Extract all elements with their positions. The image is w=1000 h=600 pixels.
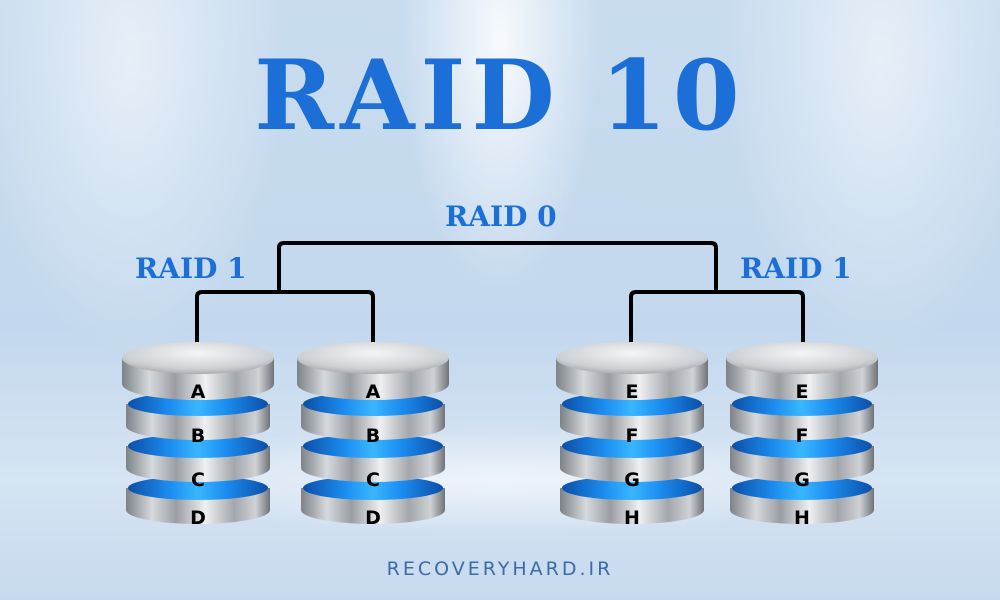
disk-stack: [122, 342, 274, 524]
svg-text:H: H: [794, 507, 810, 528]
svg-text:C: C: [366, 469, 380, 491]
raid1-right-label: RAID 1: [740, 252, 852, 285]
disk-4: E F G H: [722, 338, 882, 529]
svg-text:C: C: [191, 469, 205, 491]
svg-text:E: E: [796, 381, 809, 403]
svg-text:E: E: [626, 381, 639, 403]
disk-2: A B C D: [293, 338, 453, 529]
raid0-connector: [277, 241, 718, 292]
raid1-left-label: RAID 1: [135, 252, 247, 285]
svg-text:A: A: [191, 381, 206, 403]
svg-text:G: G: [794, 469, 810, 491]
svg-text:D: D: [190, 507, 206, 528]
svg-text:F: F: [796, 425, 809, 447]
svg-text:H: H: [624, 507, 640, 528]
svg-text:B: B: [191, 425, 205, 447]
site-watermark: RECOVERYHARD.IR: [386, 558, 614, 580]
disk-3: E F G H: [552, 338, 712, 529]
svg-text:A: A: [366, 381, 381, 403]
svg-text:F: F: [626, 425, 639, 447]
disk-1: A B C D: [118, 338, 278, 529]
raid1-left-connector: [195, 290, 375, 348]
svg-text:G: G: [624, 469, 640, 491]
page-title: RAID 10: [254, 39, 746, 152]
svg-text:D: D: [365, 507, 381, 528]
svg-text:B: B: [366, 425, 380, 447]
raid1-right-connector: [629, 290, 805, 348]
raid0-label: RAID 0: [445, 200, 557, 233]
